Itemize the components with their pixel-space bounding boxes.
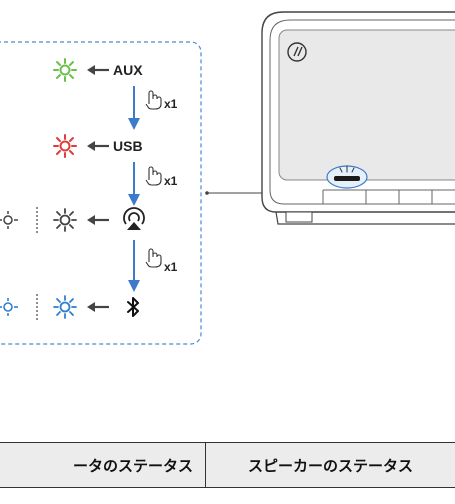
- hand-press-icon: [145, 90, 162, 110]
- left-arrow-icon: [87, 65, 109, 75]
- aux-label: AUX: [113, 62, 143, 78]
- source-button: [334, 176, 360, 181]
- speaker-device: [261, 11, 455, 225]
- usb-led-icon: [53, 134, 77, 158]
- usb-label: USB: [113, 138, 143, 154]
- computer-status-header: ータのステータス: [0, 443, 206, 487]
- led-blue-icon: [0, 298, 18, 316]
- press-count-3: x1: [164, 260, 178, 274]
- bluetooth-icon: [127, 297, 139, 317]
- airplay-icon: [123, 207, 145, 230]
- press-count-2: x1: [164, 174, 178, 188]
- speaker-status-header: スピーカーのステータス: [247, 457, 413, 475]
- led-blink-white-icon: [53, 208, 77, 232]
- left-arrow-icon: [87, 215, 109, 225]
- left-arrow-icon: [87, 302, 109, 312]
- speaker-foot: [285, 211, 313, 223]
- press-count-1: x1: [164, 97, 178, 111]
- aux-led-icon: [53, 58, 77, 82]
- led-off-icon: [0, 211, 18, 229]
- left-arrow-icon: [87, 141, 109, 151]
- led-glow-icon: [339, 165, 355, 173]
- speaker-grille: [278, 29, 455, 181]
- hand-press-icon: [145, 166, 162, 186]
- mode-switch-diagram: AUX x1 USB x1: [0, 11, 455, 345]
- hand-press-icon: [145, 248, 162, 268]
- leader-dot: [205, 191, 209, 195]
- dashed-panel: [0, 41, 202, 345]
- led-blink-blue-icon: [53, 295, 77, 319]
- brand-logo-icon: [287, 42, 307, 62]
- status-table-header: ータのステータス スピーカーのステータス: [0, 442, 455, 488]
